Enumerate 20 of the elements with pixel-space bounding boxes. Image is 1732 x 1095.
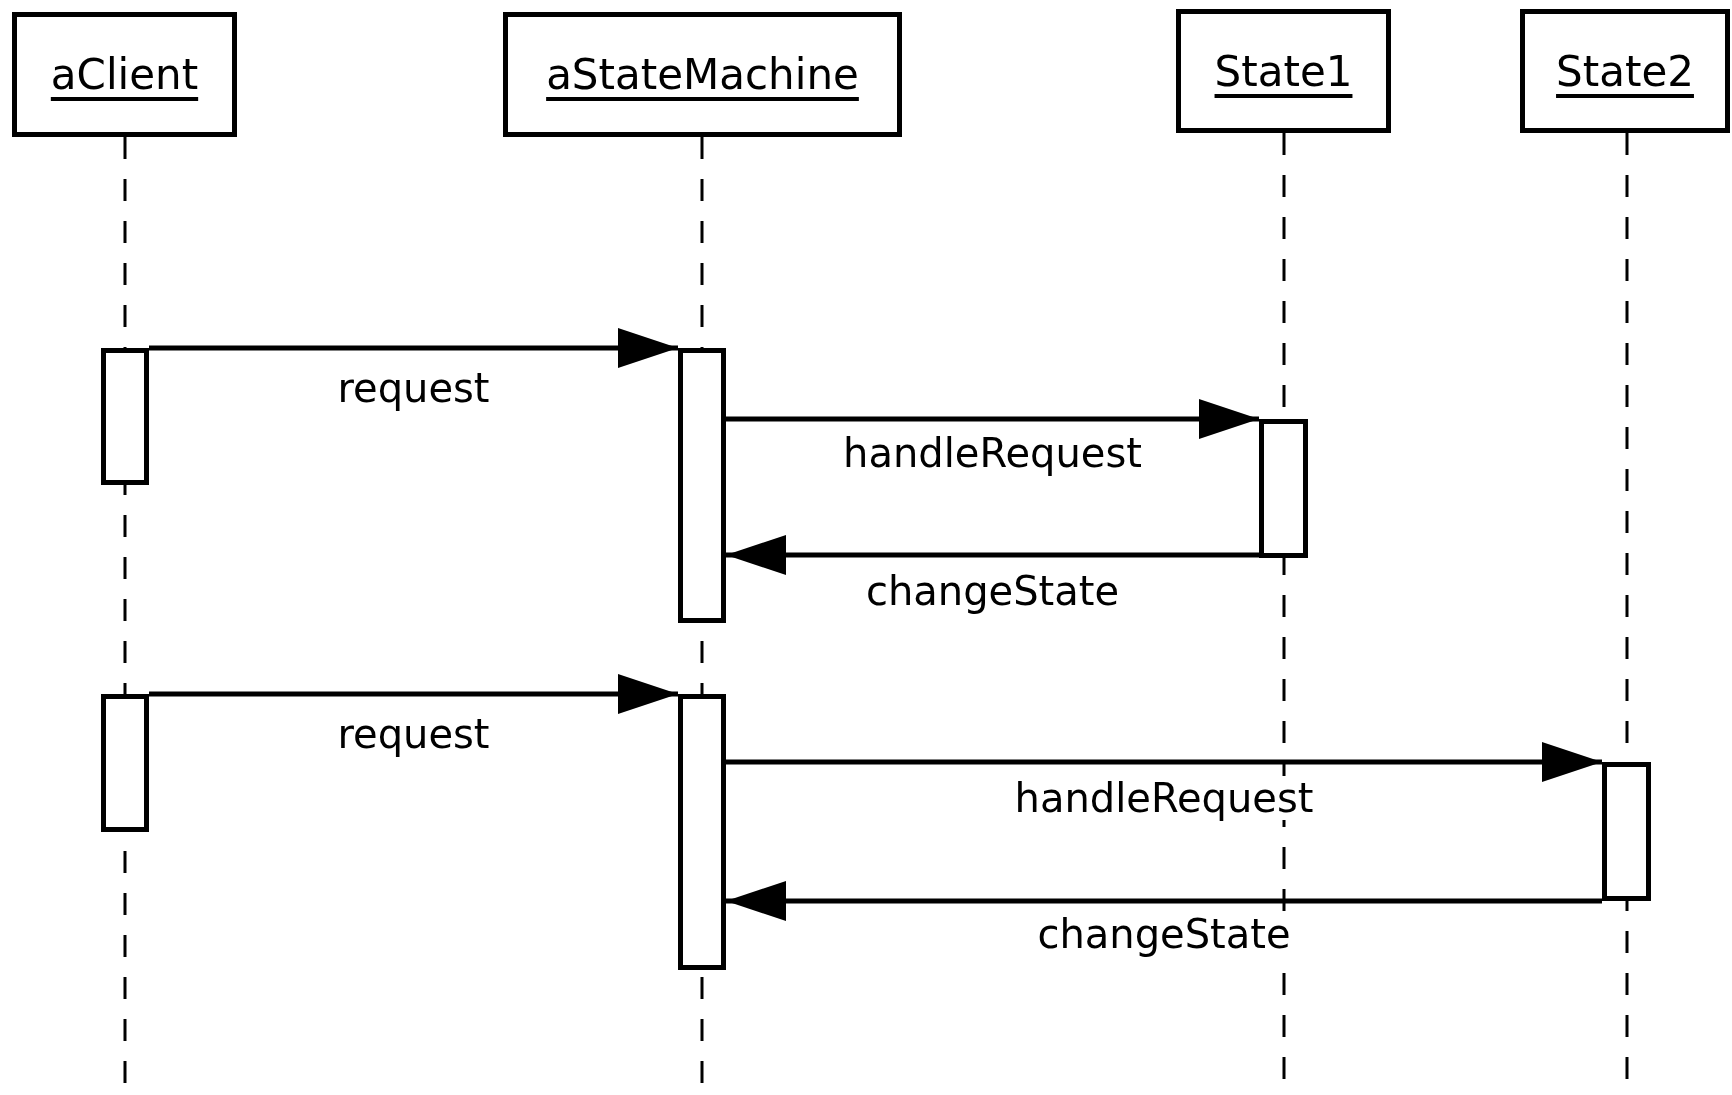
object-name: aClient: [50, 50, 199, 99]
activation-bar: [1602, 762, 1651, 901]
message-arrow: [726, 742, 1602, 782]
object-box: [12, 12, 237, 137]
object-box: [1520, 9, 1730, 133]
message-arrow: [149, 674, 678, 714]
message-arrow: [726, 535, 1259, 575]
message-arrow: [149, 328, 678, 368]
object-name: State1: [1214, 46, 1353, 96]
activation-bar: [101, 694, 149, 832]
message-arrow: [726, 399, 1259, 439]
object-name: aStateMachine: [546, 50, 859, 99]
object-box: [1176, 9, 1391, 133]
activation-bar: [678, 694, 726, 970]
activation-bar: [1259, 419, 1308, 558]
message-arrow: [726, 881, 1602, 921]
object-name: State2: [1556, 46, 1694, 96]
activation-bar: [678, 348, 726, 623]
object-box: [503, 12, 902, 137]
activation-bar: [101, 348, 149, 485]
